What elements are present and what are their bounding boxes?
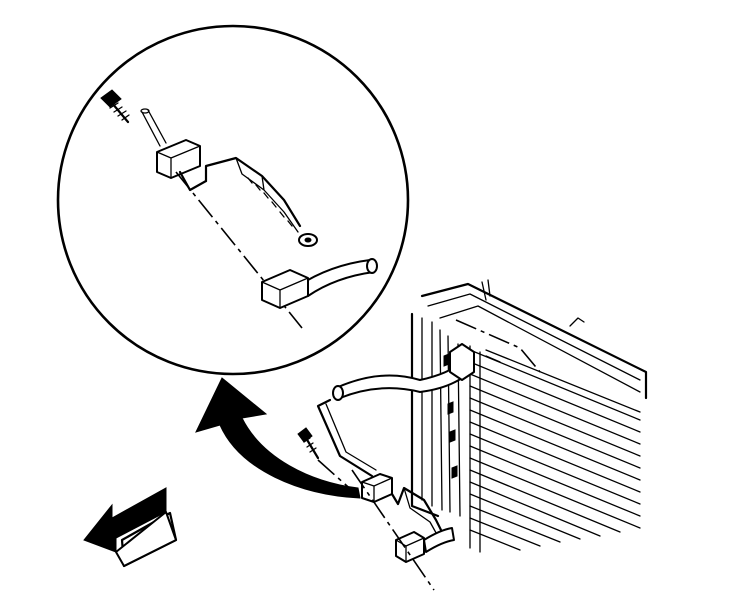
mounting-bolt-icon: [297, 427, 320, 460]
detail-alignment-line: [175, 171, 303, 329]
detail-line-stub: [140, 108, 167, 147]
detail-circle-border: [56, 24, 410, 376]
detail-bracket: [204, 156, 302, 233]
detail-nut-icon: [298, 233, 318, 247]
ac-line-assembly: [297, 343, 475, 591]
detail-view: [56, 24, 410, 376]
curved-callout-arrow-icon: [195, 377, 361, 499]
condenser-fins: [469, 345, 641, 553]
front-direction-arrow-icon: [83, 487, 178, 568]
detail-upper-clip: [156, 139, 208, 192]
detail-bolt-icon: [100, 89, 130, 124]
detail-lower-clip-hose: [261, 258, 378, 309]
condenser-assembly: [410, 279, 648, 553]
